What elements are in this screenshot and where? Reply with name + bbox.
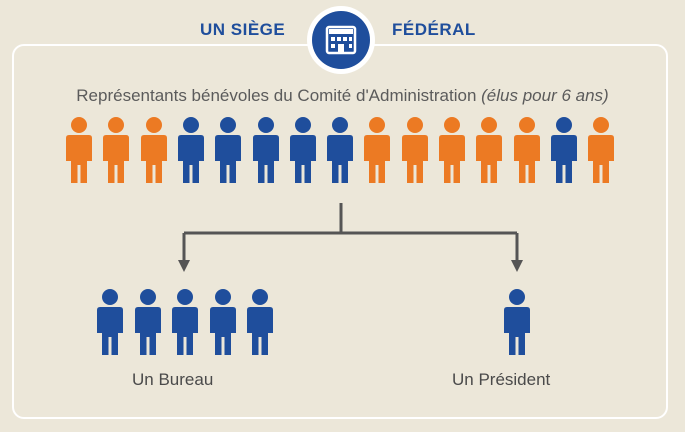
- board-member-figure: [550, 117, 577, 183]
- board-member-figure: [66, 117, 92, 183]
- board-title-text: Représentants bénévoles du Comité d'Admi…: [76, 86, 477, 105]
- arrow-left-head: [178, 260, 190, 272]
- board-title: Représentants bénévoles du Comité d'Admi…: [0, 86, 685, 106]
- header-left-word: UN SIÈGE: [194, 20, 292, 40]
- board-member-figure: [588, 117, 615, 183]
- bureau-label: Un Bureau: [132, 370, 214, 389]
- board-member-figure: [215, 117, 242, 183]
- board-member-figure: [103, 117, 130, 183]
- board-member-figure: [252, 117, 279, 183]
- bureau-member-figure: [209, 289, 236, 355]
- bureau-member-figure: [172, 289, 198, 355]
- bureau-member-figure: [134, 289, 161, 355]
- arrow-right-head: [511, 260, 523, 272]
- building-icon: [325, 25, 357, 55]
- board-member-figure: [476, 117, 503, 183]
- president-figure: [504, 289, 530, 355]
- board-member-figure: [364, 117, 391, 183]
- header-badge: [307, 6, 375, 74]
- board-member-figure: [513, 117, 540, 183]
- board-member-figure: [327, 117, 354, 183]
- bureau-member-figure: [97, 289, 123, 355]
- board-member-figure: [177, 117, 204, 183]
- board-member-figure: [140, 117, 167, 183]
- president-label: Un Président: [452, 370, 551, 389]
- header-right-word: FÉDÉRAL: [386, 20, 482, 40]
- bureau-member-figure: [247, 289, 273, 355]
- board-title-note: (élus pour 6 ans): [481, 86, 609, 105]
- board-member-figure: [289, 117, 316, 183]
- board-member-figure: [439, 117, 465, 183]
- board-member-figure: [401, 117, 428, 183]
